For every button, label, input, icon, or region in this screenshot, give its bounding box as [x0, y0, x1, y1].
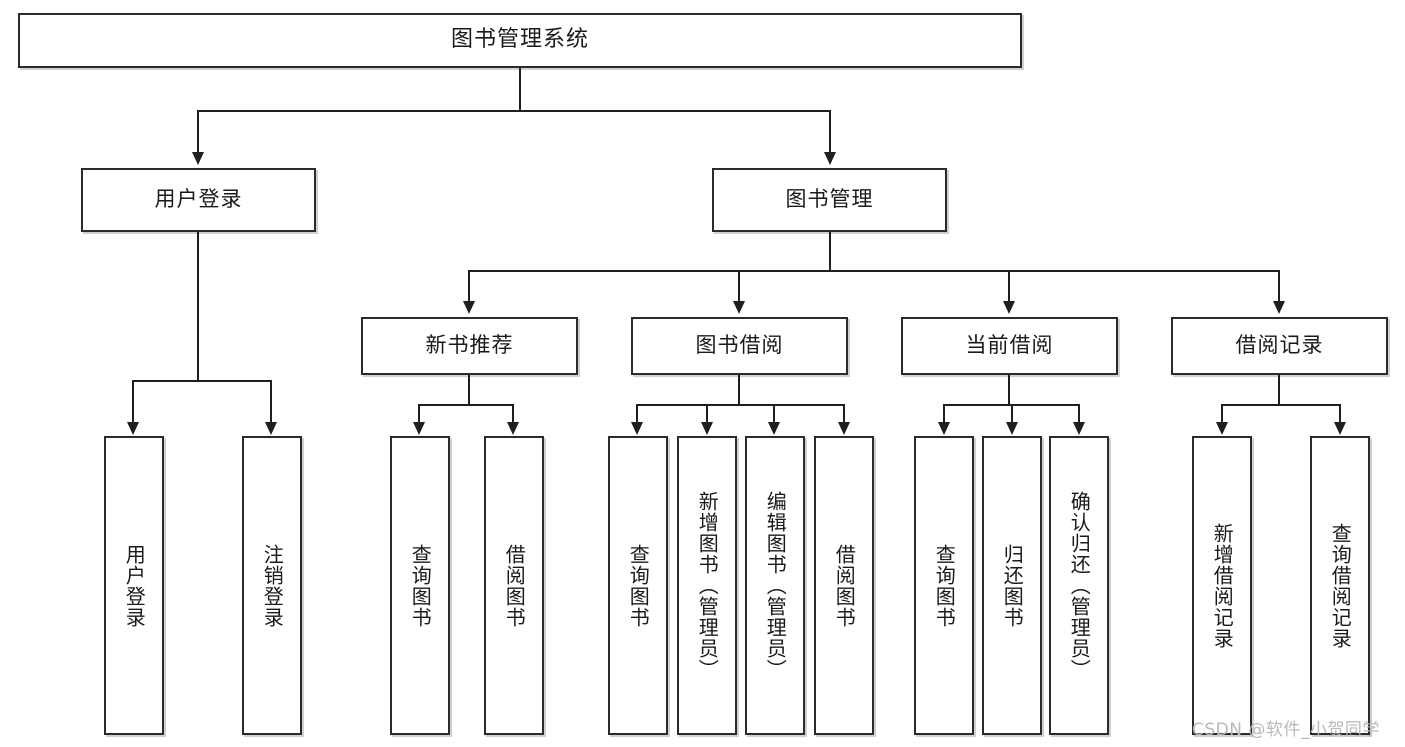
edge-branch [636, 404, 638, 424]
arrow-down-icon [631, 422, 643, 435]
node-label: 新增图书（管理员） [695, 491, 720, 680]
edge-to-leaf-logout [270, 380, 272, 424]
edge-branch [1011, 404, 1013, 424]
edge-root-bus [197, 110, 831, 112]
node-label: 注销登录 [260, 543, 285, 628]
node-label: 查询图书 [626, 543, 651, 628]
node-current-borrow[interactable]: 当前借阅 [901, 317, 1118, 375]
node-label: 借阅图书 [502, 543, 527, 628]
arrow-down-icon [1334, 422, 1346, 435]
leaf-return-book[interactable]: 归还图书 [982, 436, 1042, 735]
edge-to-borrow-record [1278, 270, 1280, 303]
edge-current-borrow-bus [943, 404, 1078, 406]
node-label: 查询图书 [408, 543, 433, 628]
arrow-down-icon [1073, 422, 1085, 435]
edge-branch [843, 404, 845, 424]
leaf-add-book-admin[interactable]: 新增图书（管理员） [677, 436, 737, 735]
edge-root-stem [519, 68, 521, 110]
leaf-query-book-recommend[interactable]: 查询图书 [390, 436, 450, 735]
node-label: 当前借阅 [965, 333, 1054, 358]
edge-book-management-bus [468, 270, 1280, 272]
node-label: 图书管理系统 [450, 27, 589, 53]
leaf-query-book-borrow[interactable]: 查询图书 [608, 436, 668, 735]
arrow-down-icon [507, 422, 519, 435]
leaf-borrow-book[interactable]: 借阅图书 [814, 436, 874, 735]
arrow-down-icon [265, 422, 277, 435]
leaf-edit-book-admin[interactable]: 编辑图书（管理员） [745, 436, 805, 735]
node-label: 用户登录 [122, 543, 147, 628]
arrow-down-icon [463, 301, 475, 314]
edge-root-to-book-management [829, 110, 831, 154]
leaf-user-login[interactable]: 用户登录 [104, 436, 164, 735]
edge-book-borrow-bus [636, 404, 844, 406]
edge-to-leaf-user-login [132, 380, 134, 424]
edge-new-book-recommend-bus [418, 404, 514, 406]
node-label: 查询借阅记录 [1328, 522, 1353, 649]
edge-current-borrow-stem [1008, 375, 1010, 404]
edge-to-book-borrow [738, 270, 740, 303]
edge-branch [706, 404, 708, 424]
node-label: 用户登录 [154, 187, 243, 212]
edge-branch [418, 404, 420, 424]
arrow-down-icon [838, 422, 850, 435]
arrow-down-icon [701, 422, 713, 435]
leaf-logout[interactable]: 注销登录 [242, 436, 302, 735]
node-user-login[interactable]: 用户登录 [81, 168, 316, 232]
edge-borrow-record-bus [1221, 404, 1340, 406]
node-book-borrow[interactable]: 图书借阅 [631, 317, 848, 375]
edge-branch [943, 404, 945, 424]
arrow-down-icon [1273, 301, 1285, 314]
arrow-down-icon [127, 422, 139, 435]
node-root-library-management-system[interactable]: 图书管理系统 [18, 13, 1022, 68]
edge-new-book-recommend-stem [468, 375, 470, 404]
watermark: CSDN @软件_小贺同学 [1192, 720, 1380, 740]
node-label: 编辑图书（管理员） [763, 491, 788, 680]
arrow-down-icon [1006, 422, 1018, 435]
leaf-add-borrow-record[interactable]: 新增借阅记录 [1192, 436, 1252, 735]
edge-to-new-book-recommend [468, 270, 470, 303]
arrow-down-icon [1216, 422, 1228, 435]
node-label: 归还图书 [1000, 543, 1025, 628]
arrow-down-icon [1003, 301, 1015, 314]
node-label: 图书借阅 [695, 333, 784, 358]
leaf-borrow-book-recommend[interactable]: 借阅图书 [484, 436, 544, 735]
arrow-down-icon [768, 422, 780, 435]
edge-book-borrow-stem [738, 375, 740, 404]
node-borrow-record[interactable]: 借阅记录 [1171, 317, 1388, 375]
arrow-down-icon [192, 152, 204, 165]
node-label: 图书管理 [785, 187, 874, 212]
node-label: 查询图书 [932, 543, 957, 628]
node-book-management[interactable]: 图书管理 [712, 168, 947, 232]
edge-borrow-record-stem [1278, 375, 1280, 404]
node-label: 新增借阅记录 [1210, 522, 1235, 649]
edge-to-current-borrow [1008, 270, 1010, 303]
arrow-down-icon [938, 422, 950, 435]
edge-branch [1221, 404, 1223, 424]
edge-branch [512, 404, 514, 424]
edge-branch [1339, 404, 1341, 424]
leaf-query-borrow-record[interactable]: 查询借阅记录 [1310, 436, 1370, 735]
edge-branch [1078, 404, 1080, 424]
node-label: 借阅记录 [1235, 333, 1324, 358]
edge-user-login-bus [132, 380, 271, 382]
edge-branch [773, 404, 775, 424]
node-label: 新书推荐 [425, 333, 514, 358]
leaf-confirm-return-admin[interactable]: 确认归还（管理员） [1049, 436, 1109, 735]
edge-user-login-stem [197, 232, 199, 380]
node-new-book-recommend[interactable]: 新书推荐 [361, 317, 578, 375]
node-label: 借阅图书 [832, 543, 857, 628]
edge-book-management-stem [829, 232, 831, 270]
leaf-query-book-current[interactable]: 查询图书 [914, 436, 974, 735]
edge-root-to-user-login [197, 110, 199, 154]
node-label: 确认归还（管理员） [1067, 491, 1092, 680]
arrow-down-icon [413, 422, 425, 435]
arrow-down-icon [733, 301, 745, 314]
arrow-down-icon [824, 152, 836, 165]
